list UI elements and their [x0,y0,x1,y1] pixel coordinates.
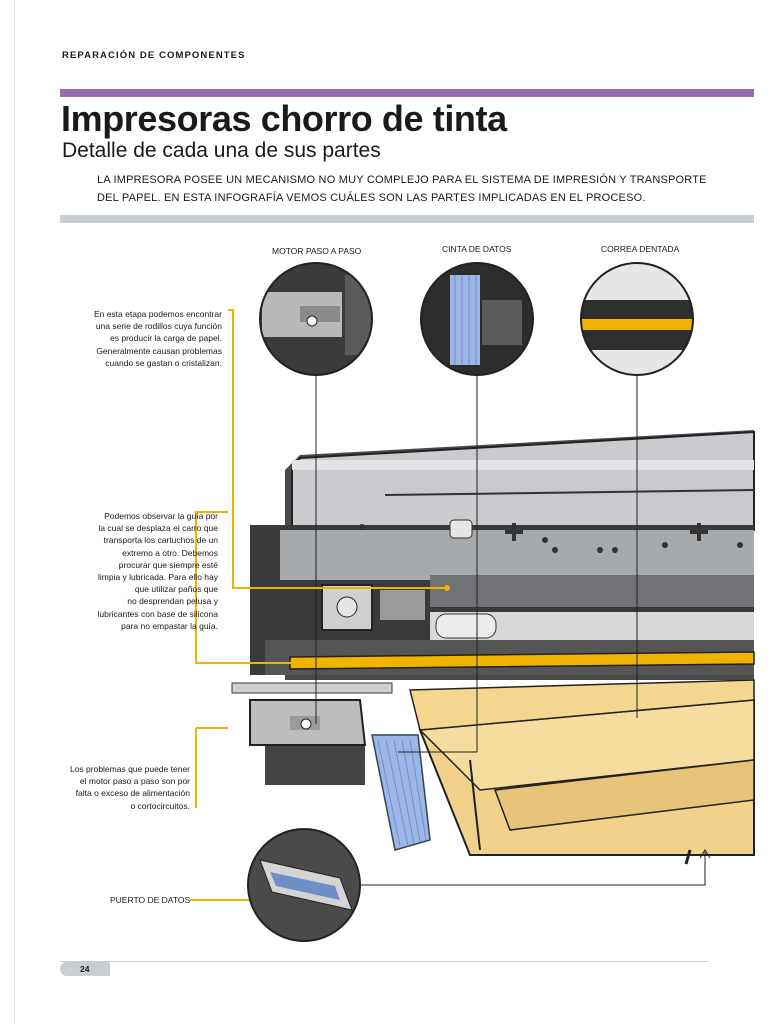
note-line: lubricantes con base de silicona [97,608,219,619]
note-guia: Podemos observar la guía por la cual se … [48,510,219,632]
page-number: 24 [60,962,110,976]
note-line: que utilizar paños que [134,584,218,595]
note-line: para no empastar la guía. [121,620,218,631]
detail-port [248,829,360,941]
label-puerto: PUERTO DE DATOS [110,895,191,905]
gray-rule [60,215,754,223]
note-line: el motor paso a paso son por [79,776,190,787]
intro-text: LA IMPRESORA POSEE UN MECANISMO NO MUY C… [97,174,707,204]
note-line: falta o exceso de alimentación [75,788,190,799]
printer-body [250,430,755,680]
motor-front [231,682,393,785]
note-line: Generalmente causan problemas [96,345,222,356]
note-line: limpia y lubricada. Para ello hay [97,572,218,583]
label-cinta: CINTA DE DATOS [442,244,512,254]
note-line: Los problemas que puede tener [69,764,190,774]
note-line: extremo a otro. Debemos [122,547,218,558]
page-subtitle: Detalle de cada una de sus partes [62,139,381,162]
footer-rule [60,961,708,962]
note-line: Podemos observar la guía por [104,511,218,521]
page-title: Impresoras chorro de tinta [61,98,507,139]
note-line: o cortocircuitos. [130,800,190,811]
section-label: REPARACIÓN DE COMPONENTES [62,50,246,61]
label-correa: CORREA DENTADA [601,244,680,254]
paper-tray [409,679,755,865]
note-line: procurar que siempre esté [118,559,218,570]
note-line: es producir la carga de papel. [110,333,222,344]
note-line: cuando se gastan o cristalizan. [105,357,222,368]
note-rodillos: En esta etapa podemos encontrar una seri… [52,308,222,369]
detail-belt [581,263,693,375]
detail-ribbon [421,263,533,375]
note-line: una serie de rodillos cuya función [95,321,222,332]
page-edge [14,0,15,1024]
note-line: no desprendan pelusa y [127,596,218,607]
note-motor: Los problemas que puede tener el motor p… [20,763,190,812]
label-motor: MOTOR PASO A PASO [272,246,362,256]
note-line: la cual se desplaza el carro que [98,523,218,534]
note-line: transporta los cartuchos de un [103,535,218,546]
purple-rule [60,89,754,97]
note-line: En esta etapa podemos encontrar [93,309,222,319]
